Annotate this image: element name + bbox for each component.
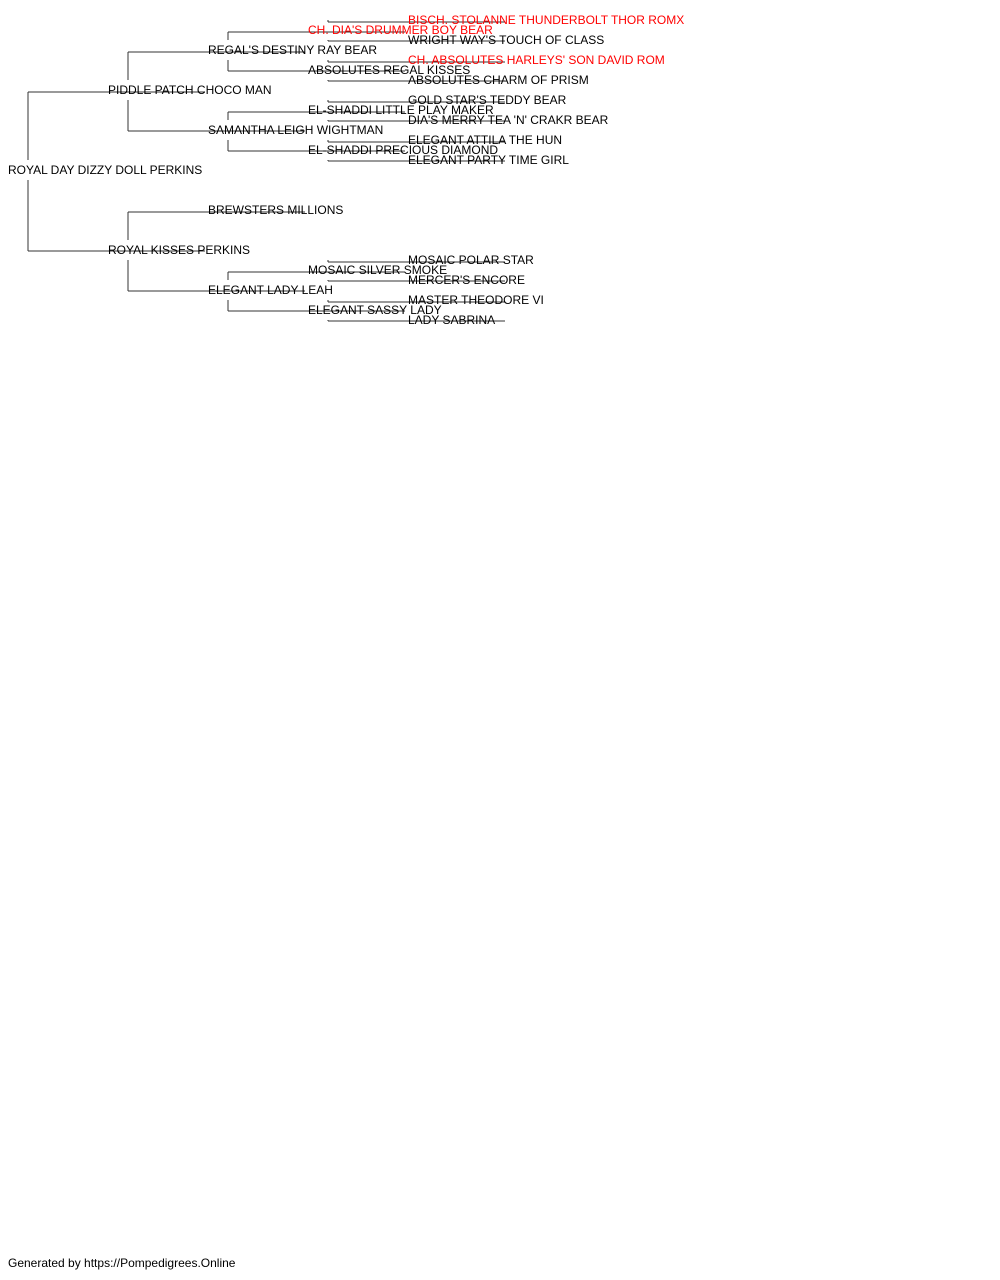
- dog-name-gen3-el-shaddi-precious-diamond: EL-SHADDI PRECIOUS DIAMOND: [308, 143, 498, 157]
- dog-name-gen3-elegant-sassy-lady: ELEGANT SASSY LADY: [308, 303, 442, 317]
- dog-name-gen3-el-shaddi-little-play-maker: EL-SHADDI LITTLE PLAY MAKER: [308, 103, 494, 117]
- dog-name-gen4-lady-sabrina: LADY SABRINA: [408, 313, 495, 327]
- dog-name-gen0-royal-day-dizzy-doll-perkins: ROYAL DAY DIZZY DOLL PERKINS: [8, 163, 202, 177]
- dog-name-gen2-samantha-leigh-wightman: SAMANTHA LEIGH WIGHTMAN: [208, 123, 383, 137]
- dog-name-gen2-brewsters-millions: BREWSTERS MILLIONS: [208, 203, 343, 217]
- dog-name-gen4-mosaic-polar-star: MOSAIC POLAR STAR: [408, 253, 534, 267]
- dog-name-gen4-elegant-party-time-girl: ELEGANT PARTY TIME GIRL: [408, 153, 569, 167]
- dog-name-gen1-piddle-patch-choco-man: PIDDLE PATCH CHOCO MAN: [108, 83, 272, 97]
- dog-name-gen4-absolutes-charm-of-prism: ABSOLUTES CHARM OF PRISM: [408, 73, 589, 87]
- dog-name-gen4-ch-absolutes-harleys-son-david-rom: CH. ABSOLUTES HARLEYS' SON DAVID ROM: [408, 53, 665, 67]
- dog-name-gen4-master-theodore-vi: MASTER THEODORE VI: [408, 293, 544, 307]
- dog-name-gen2-regal-s-destiny-ray-bear: REGAL'S DESTINY RAY BEAR: [208, 43, 377, 57]
- footer-credit: Generated by https://Pompedigrees.Online: [8, 1256, 236, 1270]
- dog-name-gen4-elegant-attila-the-hun: ELEGANT ATTILA THE HUN: [408, 133, 562, 147]
- dog-name-gen3-mosaic-silver-smoke: MOSAIC SILVER SMOKE: [308, 263, 447, 277]
- dog-name-gen4-mercer-s-encore: MERCER'S ENCORE: [408, 273, 525, 287]
- dog-name-gen3-ch-dia-s-drummer-boy-bear: CH. DIA'S DRUMMER BOY BEAR: [308, 23, 493, 37]
- dog-name-gen2-elegant-lady-leah: ELEGANT LADY LEAH: [208, 283, 333, 297]
- dog-name-gen4-bisch-stolanne-thunderbolt-thor-romx: BISCH. STOLANNE THUNDERBOLT THOR ROMX: [408, 13, 684, 27]
- dog-name-gen4-dia-s-merry-tea-n-crakr-bear: DIA'S MERRY TEA 'N' CRAKR BEAR: [408, 113, 609, 127]
- dog-name-gen4-wright-way-s-touch-of-class: WRIGHT WAY'S TOUCH OF CLASS: [408, 33, 604, 47]
- dog-name-gen3-absolutes-regal-kisses: ABSOLUTES REGAL KISSES: [308, 63, 470, 77]
- dog-name-gen4-gold-star-s-teddy-bear: GOLD STAR'S TEDDY BEAR: [408, 93, 567, 107]
- dog-name-gen1-royal-kisses-perkins: ROYAL KISSES PERKINS: [108, 243, 250, 257]
